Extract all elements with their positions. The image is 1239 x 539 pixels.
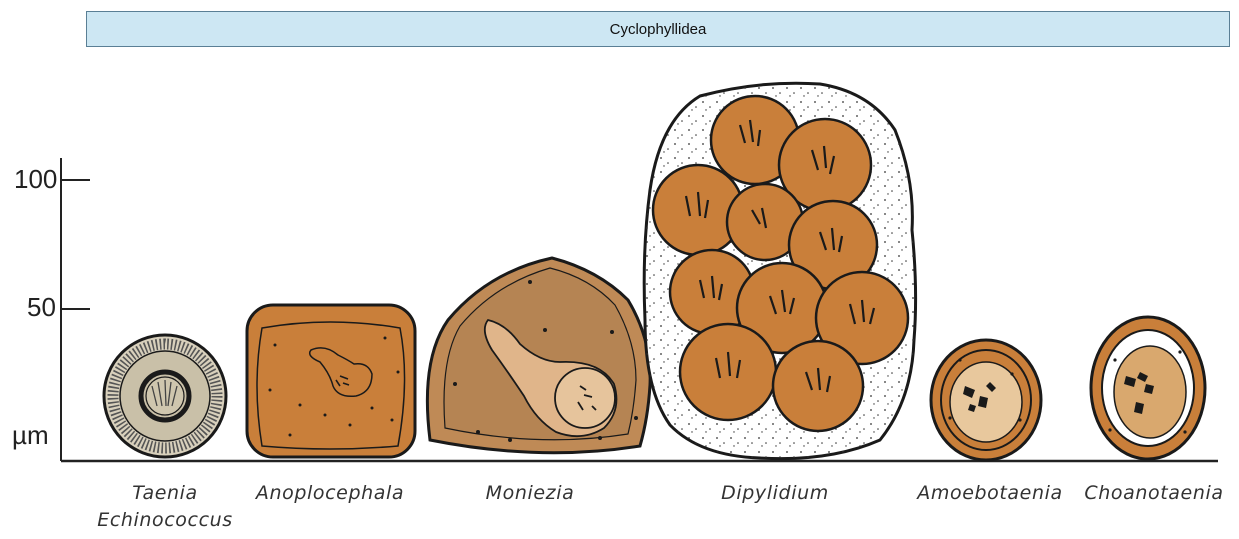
choanotaenia-egg [1091,317,1205,459]
amoebotaenia-egg [931,340,1041,460]
anoplocephala-egg [247,305,415,457]
taenia-egg [104,335,226,457]
y-axis [61,158,90,461]
moniezia-egg [427,258,650,453]
label-choanotaenia: Choanotaenia [1074,480,1234,507]
label-taenia: Taenia Echinococcus [80,480,250,534]
label-dipylidium: Dipylidium [695,480,855,507]
label-moniezia: Moniezia [455,480,605,507]
label-echinococcus-line2: Echinococcus [80,507,250,534]
dipylidium-egg-capsule [644,83,915,458]
label-anoplocephala: Anoplocephala [235,480,425,507]
label-taenia-line1: Taenia [80,480,250,507]
label-amoebotaenia: Amoebotaenia [910,480,1070,507]
